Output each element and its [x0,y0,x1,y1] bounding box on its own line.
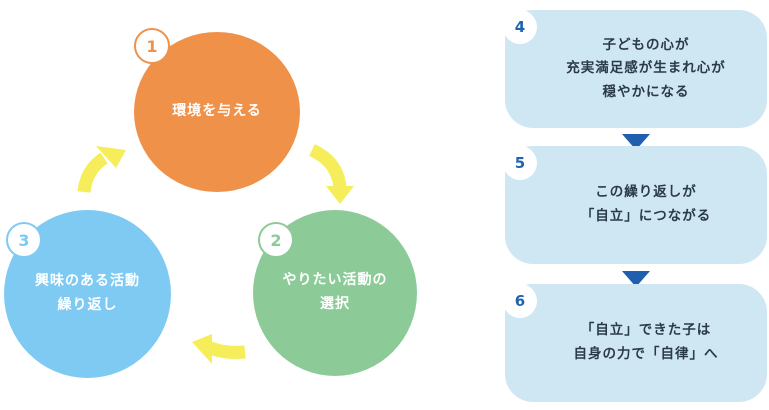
outcome-6-line1: 「自立」できた子は [580,322,712,339]
step-3-label-line2: 繰り返し [57,297,118,313]
step-1-number: 1 [146,36,158,56]
step-1-label: 環境を与える [172,103,262,120]
outcome-4-line1: 子どもの心が [602,36,690,53]
outcome-5-number: 5 [514,154,526,172]
outcome-4-line2: 充実満足感が生まれ心が [566,60,726,77]
step-3-number: 3 [18,230,30,250]
step-3-number-badge: 3 [6,222,42,258]
down-arrow-5-to-6 [622,271,650,287]
outcome-6-number-badge: 6 [503,284,537,318]
outcome-box-4: 子どもの心が 充実満足感が生まれ心が 穏やかになる [505,10,767,128]
outcome-4-number-badge: 4 [503,10,537,44]
outcome-4-number: 4 [514,18,526,36]
outcome-box-5: この繰り返しが 「自立」につながる [505,146,767,264]
outcome-6-line2: 自身の力で「自律」へ [573,346,719,362]
outcome-6-number: 6 [514,292,526,310]
step-1-number-badge: 1 [134,28,170,64]
step-2-label-line1: やりたい活動の [282,272,388,289]
cycle-arrow-2-to-3 [192,334,246,364]
step-2-number: 2 [270,230,282,250]
outcome-5-number-badge: 5 [503,146,537,180]
outcome-5-line1: この繰り返しが [595,184,697,201]
step-2-label-line2: 選択 [320,296,350,312]
step-3-label-line1: 興味のある活動 [35,273,140,290]
outcome-4-line3: 穏やかになる [602,83,690,100]
cycle-arrow-1-to-2 [309,144,354,204]
step-2-number-badge: 2 [258,222,294,258]
cycle-arrow-3-to-1 [77,146,126,193]
outcome-5-line2: 「自立」につながる [580,208,712,224]
outcome-box-6: 「自立」できた子は 自身の力で「自律」へ [505,284,767,402]
